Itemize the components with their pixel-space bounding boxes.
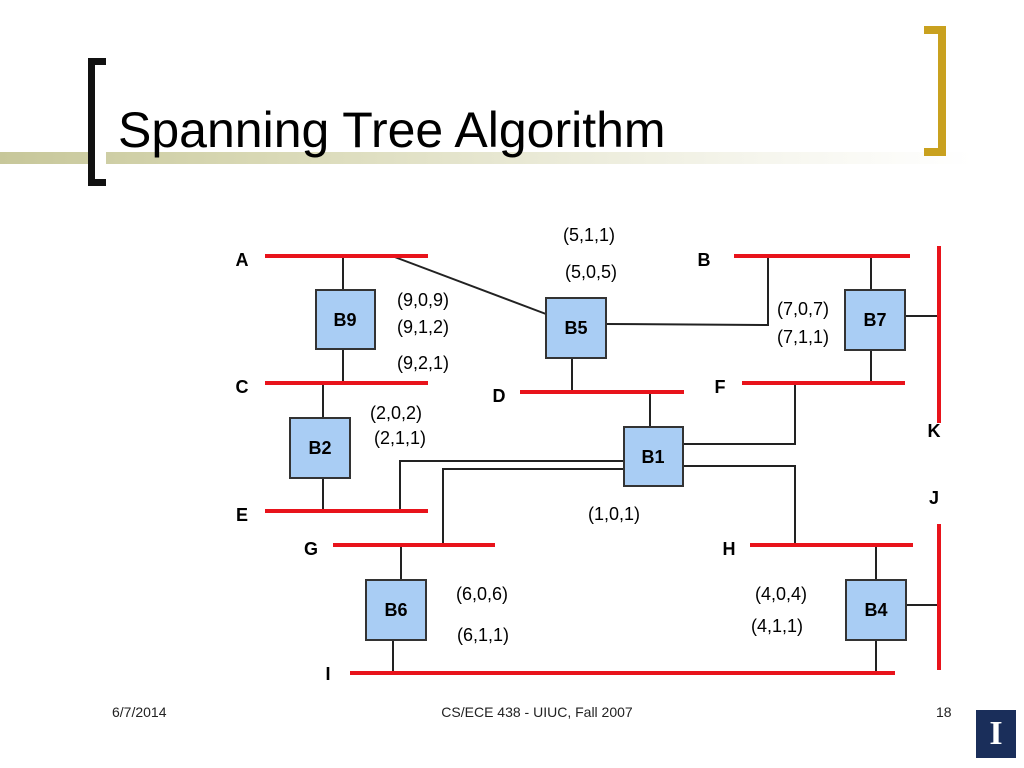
lan-f-label: F [715,377,726,397]
bridge-b6 [365,579,427,641]
link-b5-b [605,256,769,327]
message-6-1-1: (6,1,1) [457,625,509,645]
message-6-0-6: (6,0,6) [456,584,508,604]
message-1-0-1: (1,0,1) [588,504,640,524]
message-7-1-1: (7,1,1) [777,327,829,347]
link-b1-h [683,465,796,545]
lan-e-label: E [236,505,248,525]
message-9-1-2: (9,1,2) [397,317,449,337]
bridge-b4 [845,579,907,641]
university-logo: I [976,710,1016,758]
title-band [0,152,1024,164]
bridge-b5 [545,297,607,359]
message-5-1-1: (5,1,1) [563,225,615,245]
bridge-b6-label: B6 [384,600,407,620]
message-9-0-9: (9,0,9) [397,290,449,310]
lan-k-label: K [928,421,941,441]
footer-date: 6/7/2014 [112,704,167,720]
link-a-b5 [391,255,547,315]
message-2-0-2: (2,0,2) [370,403,422,423]
bridge-b2-label: B2 [308,438,331,458]
bridge-b1-label: B1 [641,447,664,467]
link-b1-e [399,460,624,511]
link-b1-f [683,383,796,445]
bridge-b9 [315,289,376,350]
lan-b-label: B [698,250,711,270]
footer-page-number: 18 [936,704,952,720]
bridge-b1 [623,426,684,487]
lan-g-label: G [304,539,318,559]
spanning-tree-diagram: B9 B5 B7 B2 B1 B6 B4 A B C D E F G H I J… [236,225,941,684]
slide-title: Spanning Tree Algorithm [118,102,666,158]
link-b1-g [442,468,624,545]
lan-h-label: H [723,539,736,559]
left-bracket-decoration [88,58,106,186]
message-5-0-5: (5,0,5) [565,262,617,282]
lan-j-label: J [929,488,939,508]
right-bracket-decoration [924,26,946,156]
message-9-2-1: (9,2,1) [397,353,449,373]
bridge-b4-label: B4 [864,600,887,620]
message-7-0-7: (7,0,7) [777,299,829,319]
bridge-b7 [844,289,906,351]
lan-c-label: C [236,377,249,397]
bridge-b2 [289,417,351,479]
lan-d-label: D [493,386,506,406]
logo-letter: I [989,715,1003,752]
lan-a-label: A [236,250,249,270]
message-2-1-1: (2,1,1) [374,428,426,448]
lan-i-label: I [325,664,330,684]
bridge-b7-label: B7 [863,310,886,330]
bridge-b9-label: B9 [333,310,356,330]
message-4-1-1: (4,1,1) [751,616,803,636]
bridge-b5-label: B5 [564,318,587,338]
message-4-0-4: (4,0,4) [755,584,807,604]
footer-course: CS/ECE 438 - UIUC, Fall 2007 [441,704,633,720]
